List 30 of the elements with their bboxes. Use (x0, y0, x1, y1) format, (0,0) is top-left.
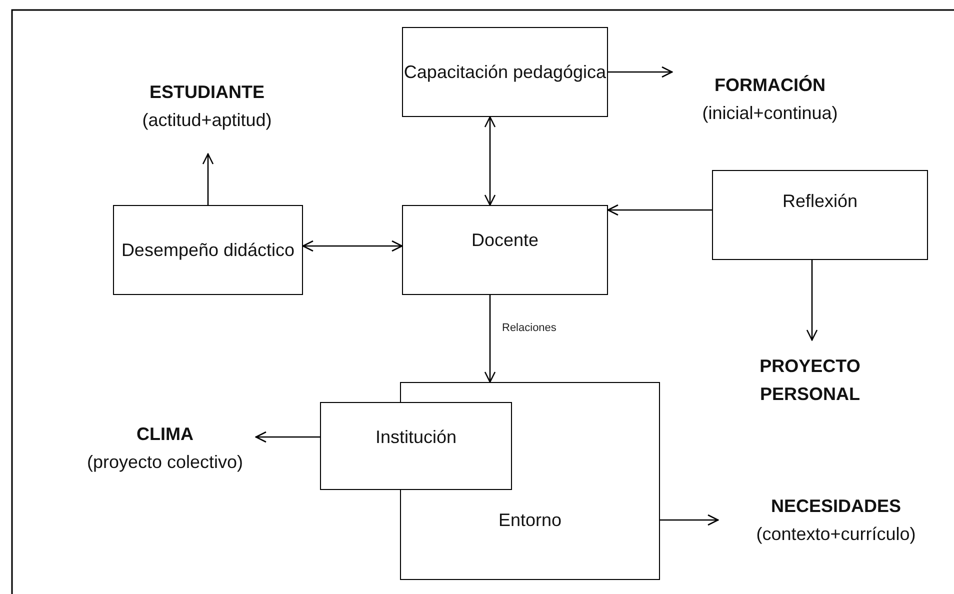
node-text: Reflexión (782, 190, 858, 213)
subtitle-text: (actitud+aptitud) (142, 109, 272, 132)
heading-text: NECESIDADES (770, 495, 902, 518)
node-text: Docente (471, 229, 539, 252)
edge-label: Relaciones (500, 322, 558, 334)
arrow (608, 66, 673, 78)
process-box (113, 205, 303, 295)
process-box (712, 170, 928, 260)
arrow (484, 295, 496, 383)
subtitle-text: (contexto+currículo) (756, 523, 916, 546)
heading-text: CLIMA (136, 423, 194, 446)
process-box (402, 27, 608, 117)
arrow (607, 204, 712, 216)
arrow (302, 240, 403, 252)
node-text: Institución (375, 426, 457, 449)
arrow (484, 116, 496, 206)
heading-text: FORMACIÓN (714, 74, 826, 97)
subtitle-text: (proyecto colectivo) (86, 451, 244, 474)
process-box (402, 205, 608, 295)
node-text: Capacitación pedagógica (404, 61, 606, 84)
arrow (202, 153, 214, 205)
node-text: Entorno (498, 509, 562, 532)
arrow (660, 514, 719, 526)
node-text: Desempeño didáctico (121, 239, 295, 262)
node-text: PROYECTO PERSONAL (758, 355, 862, 406)
arrow (806, 260, 818, 341)
arrow (255, 431, 320, 443)
heading-text: ESTUDIANTE (149, 81, 264, 104)
process-box (320, 402, 512, 490)
subtitle-text: (inicial+continua) (702, 102, 838, 125)
